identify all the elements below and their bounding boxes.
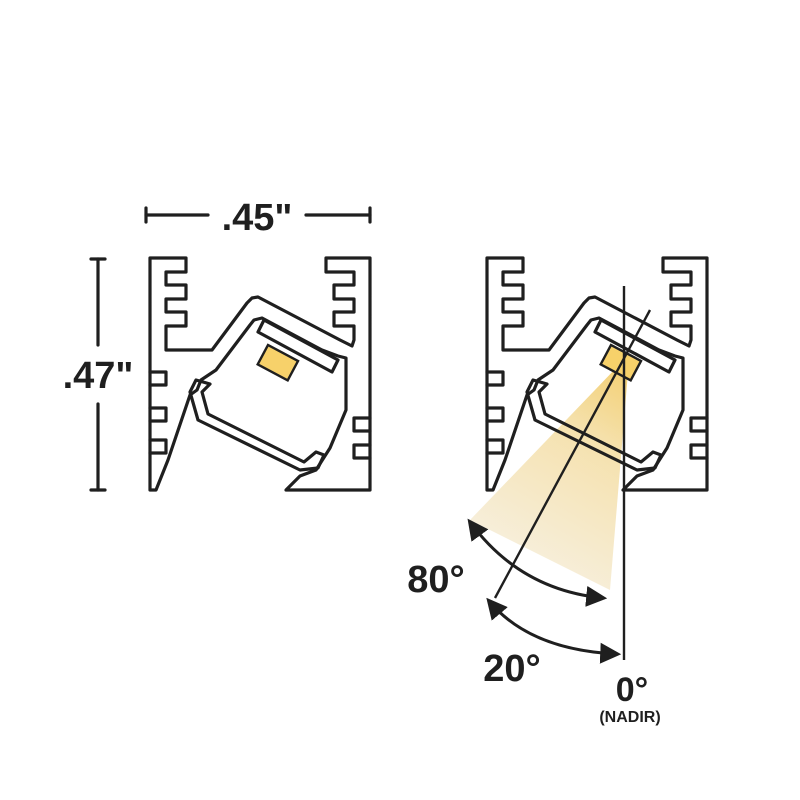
right-housing [485,256,709,492]
right-profile [485,256,709,492]
beam-cone [470,366,628,590]
height-dimension [89,257,107,492]
left-left-slots [148,370,168,455]
left-led-chip [256,343,300,383]
width-dimension [144,206,372,224]
angle-20-label: 20° [483,648,540,690]
nadir-angle-label: 0° [616,671,649,709]
angle-arcs [467,518,622,664]
right-left-slots [485,370,505,455]
left-right-slots [352,416,372,460]
angle-80-label: 80° [407,559,464,601]
width-label: .45" [222,197,293,239]
right-lens [525,378,663,472]
right-right-slots [689,416,709,460]
left-led-carrier [256,318,340,374]
nadir-sub-label: (NADIR) [599,709,660,726]
right-led-carrier [593,318,677,374]
left-profile [89,206,372,492]
height-label: .47" [63,355,134,397]
arc-80-degrees [467,518,608,607]
left-housing [148,256,372,492]
left-lens [188,378,326,472]
arc-20-degrees [486,597,622,664]
